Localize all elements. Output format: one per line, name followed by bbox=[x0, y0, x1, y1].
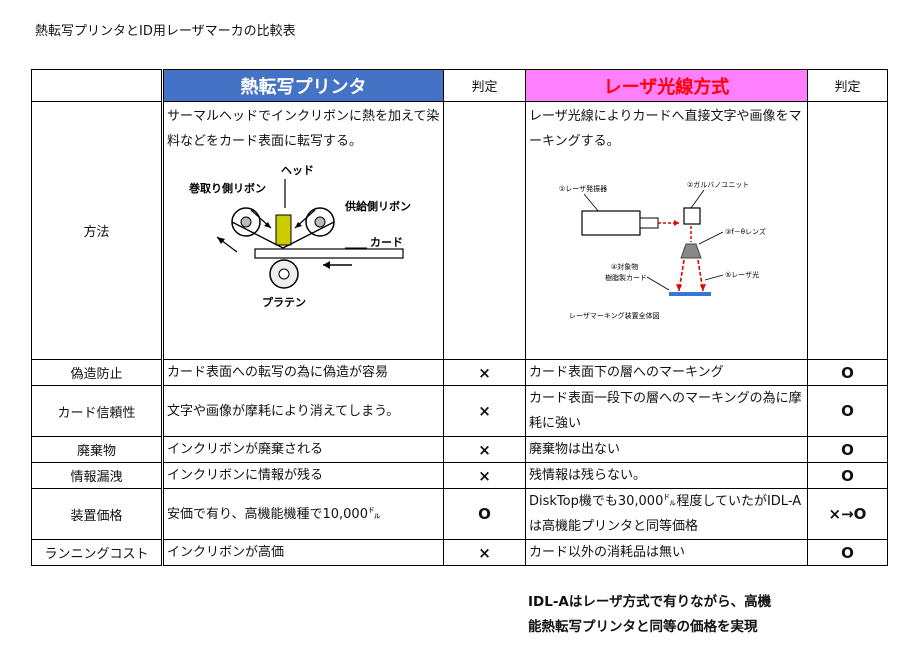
ribbon-arrowhead-right bbox=[295, 222, 302, 228]
header-judge-laser: 判定 bbox=[807, 69, 888, 102]
laser-method-cell: レーザ光線によりカードへ直接文字や画像をマーキングする。 ①レーザ発振器 ②ガル… bbox=[525, 101, 808, 360]
comparison-table: 熱転写プリンタ 判定 レーザ光線方式 判定 方法 サーマルヘッドでインクリボンに… bbox=[31, 69, 888, 566]
label-ftheta-lens: ③f－θレンズ bbox=[725, 227, 766, 236]
beam-label-pointer bbox=[704, 274, 724, 281]
laser-marking-diagram: ①レーザ発振器 ②ガルバノユニット ③f－θレンズ ④対象物 樹脂製カード bbox=[559, 180, 766, 320]
row-label: 廃棄物 bbox=[31, 436, 163, 463]
diagram-caption: レーザマーキング装置全体図 bbox=[569, 311, 660, 320]
thermal-cell: インクリボンが廃棄される bbox=[161, 436, 444, 463]
row-label: ランニングコスト bbox=[31, 539, 163, 566]
beam-horizontal-arrowhead bbox=[674, 220, 679, 226]
ftheta-lens-shape bbox=[680, 243, 702, 259]
laser-judge-mark: O bbox=[807, 539, 888, 566]
judge-method-laser bbox=[807, 101, 888, 360]
laser-cell: カード表面下の層へのマーキング bbox=[525, 359, 808, 386]
method-row: 方法 サーマルヘッドでインクリボンに熱を加えて染料などをカード表面に転写する。 … bbox=[31, 101, 888, 360]
thermal-cell: インクリボンが高価 bbox=[161, 539, 444, 566]
thermal-cell: カード表面への転写の為に偽造が容易 bbox=[161, 359, 444, 386]
label-laser-beam: ⑤レーザ光 bbox=[725, 270, 759, 279]
header-empty-cell bbox=[31, 69, 163, 102]
ribbon-arrowhead-left bbox=[264, 222, 271, 228]
oscillator-pointer bbox=[583, 193, 600, 213]
document-title: 熱転写プリンタとID用レーザマーカの比較表 bbox=[35, 24, 296, 39]
table-row: カード信頼性 文字や画像が摩耗により消えてしまう。 × カード表面一段下の層への… bbox=[31, 385, 888, 437]
label-object: ④対象物 bbox=[611, 262, 638, 271]
laser-cell: カード表面一段下の層へのマーキングの為に摩耗に強い bbox=[525, 385, 808, 437]
judge-method-thermal bbox=[443, 101, 526, 360]
oscillator-nozzle bbox=[639, 217, 659, 229]
laser-judge-mark: O bbox=[807, 436, 888, 463]
table-row: 廃棄物 インクリボンが廃棄される × 廃棄物は出ない O bbox=[31, 436, 888, 463]
label-takeup-ribbon: 巻取り側リボン bbox=[188, 181, 266, 195]
laser-cell: DiskTop機でも30,000㌦程度していたがIDL-Aは高機能プリンタと同等… bbox=[525, 488, 808, 540]
header-laser-method: レーザ光線方式 bbox=[525, 69, 808, 102]
laser-judge-mark: O bbox=[807, 462, 888, 489]
row-label-method: 方法 bbox=[31, 101, 163, 360]
platen-core bbox=[278, 268, 290, 280]
table-row: 装置価格 安価で有り、高機能機種で10,000㌦ O DiskTop機でも30,… bbox=[31, 488, 888, 540]
header-judge-thermal: 判定 bbox=[443, 69, 526, 102]
object-pointer bbox=[646, 276, 670, 291]
label-platen: プラテン bbox=[262, 295, 306, 309]
table-row: 偽造防止 カード表面への転写の為に偽造が容易 × カード表面下の層へのマーキング… bbox=[31, 359, 888, 386]
ribbon-left bbox=[231, 221, 284, 249]
table-row: 情報漏洩 インクリボンに情報が残る × 残情報は残らない。 O bbox=[31, 462, 888, 489]
laser-cell: 残情報は残らない。 bbox=[525, 462, 808, 489]
thermal-judge-mark: × bbox=[443, 385, 526, 437]
laser-judge-mark: O bbox=[807, 385, 888, 437]
card-feed-arrowhead bbox=[323, 261, 330, 269]
target-card-shape bbox=[669, 292, 711, 296]
table-row: ランニングコスト インクリボンが高価 × カード以外の消耗品は無い O bbox=[31, 539, 888, 566]
thermal-transfer-diagram: ヘッド 巻取り側リボン 供給側リボン カード bbox=[188, 164, 411, 309]
thermal-cell: 安価で有り、高機能機種で10,000㌦ bbox=[161, 488, 444, 540]
label-supply-ribbon: 供給側リボン bbox=[344, 199, 411, 213]
laser-cell: カード以外の消耗品は無い bbox=[525, 539, 808, 566]
laser-judge-mark: ×→O bbox=[807, 488, 888, 540]
thermal-cell: インクリボンに情報が残る bbox=[161, 462, 444, 489]
thermal-method-text: サーマルヘッドでインクリボンに熱を加えて染料などをカード表面に転写する。 bbox=[167, 109, 440, 149]
row-label: 情報漏洩 bbox=[31, 462, 163, 489]
laser-oscillator-box bbox=[581, 210, 641, 236]
thermal-judge-mark: × bbox=[443, 462, 526, 489]
galvano-pointer bbox=[690, 189, 705, 209]
laser-judge-mark: O bbox=[807, 359, 888, 386]
card-shape bbox=[254, 248, 404, 259]
thermal-judge-mark: × bbox=[443, 436, 526, 463]
beam-scan-left-arrowhead bbox=[676, 284, 682, 291]
laser-method-text: レーザ光線によりカードへ直接文字や画像をマーキングする。 bbox=[529, 109, 802, 149]
ribbon-right bbox=[282, 221, 335, 249]
label-resin-card: 樹脂製カード bbox=[605, 273, 647, 282]
summary-note: IDL-Aはレーザ方式で有りながら、高機 能熱転写プリンタと同等の価格を実現 bbox=[528, 590, 771, 640]
label-card: カード bbox=[370, 236, 403, 249]
thermal-judge-mark: × bbox=[443, 539, 526, 566]
thermal-head bbox=[275, 214, 292, 246]
summary-note-line-2: 能熱転写プリンタと同等の価格を実現 bbox=[528, 619, 758, 635]
thermal-judge-mark: O bbox=[443, 488, 526, 540]
galvano-unit-box bbox=[683, 207, 701, 225]
label-oscillator: ①レーザ発振器 bbox=[559, 184, 607, 193]
thermal-method-cell: サーマルヘッドでインクリボンに熱を加えて染料などをカード表面に転写する。 ヘッド… bbox=[161, 101, 444, 360]
summary-note-line-1: IDL-Aはレーザ方式で有りながら、高機 bbox=[528, 594, 772, 610]
takeup-reel-core bbox=[240, 216, 252, 228]
thermal-cell: 文字や画像が摩耗により消えてしまう。 bbox=[161, 385, 444, 437]
label-galvano: ②ガルバノユニット bbox=[687, 180, 749, 189]
takeup-arrowhead bbox=[217, 237, 225, 244]
row-label: 装置価格 bbox=[31, 488, 163, 540]
label-head: ヘッド bbox=[281, 164, 314, 177]
supply-reel-core bbox=[314, 216, 326, 228]
thermal-judge-mark: × bbox=[443, 359, 526, 386]
row-label: 偽造防止 bbox=[31, 359, 163, 386]
beam-scan-right-arrowhead bbox=[700, 284, 706, 291]
table-header-row: 熱転写プリンタ 判定 レーザ光線方式 判定 bbox=[31, 69, 888, 102]
row-label: カード信頼性 bbox=[31, 385, 163, 437]
lens-pointer bbox=[698, 231, 724, 245]
laser-cell: 廃棄物は出ない bbox=[525, 436, 808, 463]
header-thermal-printer: 熱転写プリンタ bbox=[161, 69, 444, 102]
